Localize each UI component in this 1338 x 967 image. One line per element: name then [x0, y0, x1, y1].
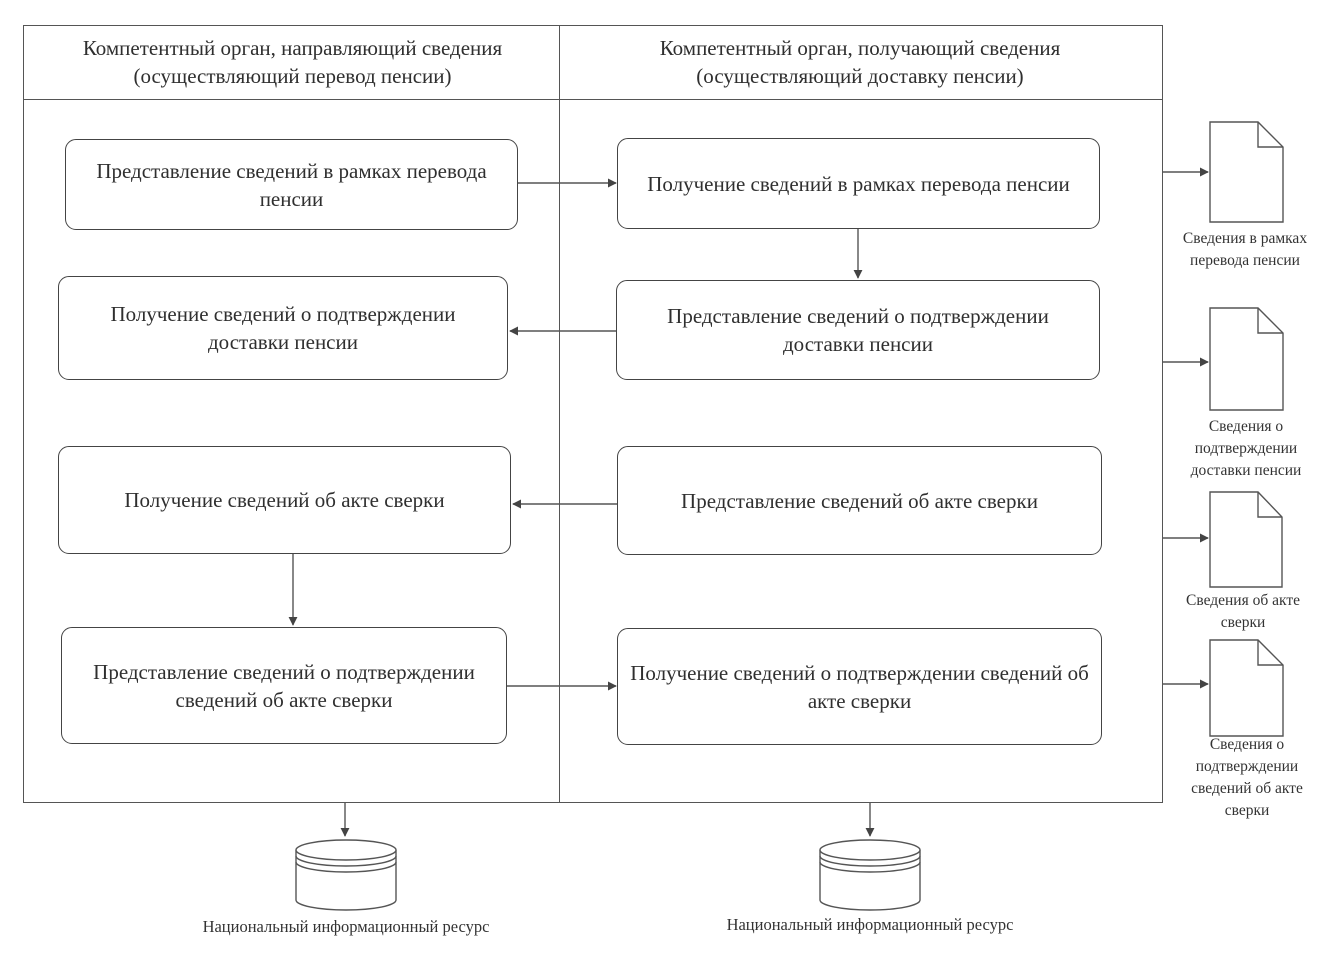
- box-send-reconciliation-confirmation: Представление сведений о подтверждении с…: [61, 627, 507, 744]
- document-icon-4: [1209, 639, 1284, 737]
- box-receive-reconciliation-confirmation: Получение сведений о подтверждении сведе…: [617, 628, 1102, 745]
- box-send-reconciliation-act: Представление сведений об акте сверки: [617, 446, 1102, 555]
- database-label-left: Национальный информационный ресурс: [202, 917, 490, 936]
- database-icon-left: [295, 839, 397, 911]
- box-receive-reconciliation-act: Получение сведений об акте сверки: [58, 446, 511, 554]
- box-receive-transfer-info: Получение сведений в рамках перевода пен…: [617, 138, 1100, 229]
- document-icon-1: [1209, 121, 1284, 223]
- database-icon-right: [819, 839, 921, 911]
- header-divider: [23, 25, 1163, 100]
- box-send-transfer-info: Представление сведений в рамках перевода…: [65, 139, 518, 230]
- document-label-4: Сведения о подтверждении сведений об акт…: [1191, 736, 1303, 819]
- left-lane-header: Компетентный орган, направляющий сведени…: [82, 36, 503, 88]
- document-label-3: Сведения об акте сверки: [1186, 592, 1300, 631]
- right-lane-header: Компетентный орган, получающий сведения …: [659, 36, 1061, 88]
- database-label-right: Национальный информационный ресурс: [726, 915, 1014, 934]
- box-receive-delivery-confirmation: Получение сведений о подтверждении доста…: [58, 276, 508, 380]
- document-icon-2: [1209, 307, 1284, 411]
- document-icon-3: [1209, 491, 1283, 588]
- box-send-delivery-confirmation: Представление сведений о подтверждении д…: [616, 280, 1100, 380]
- document-label-1: Сведения в рамках перевода пенсии: [1182, 230, 1308, 269]
- document-label-2: Сведения о подтверждении доставки пенсии: [1190, 418, 1302, 479]
